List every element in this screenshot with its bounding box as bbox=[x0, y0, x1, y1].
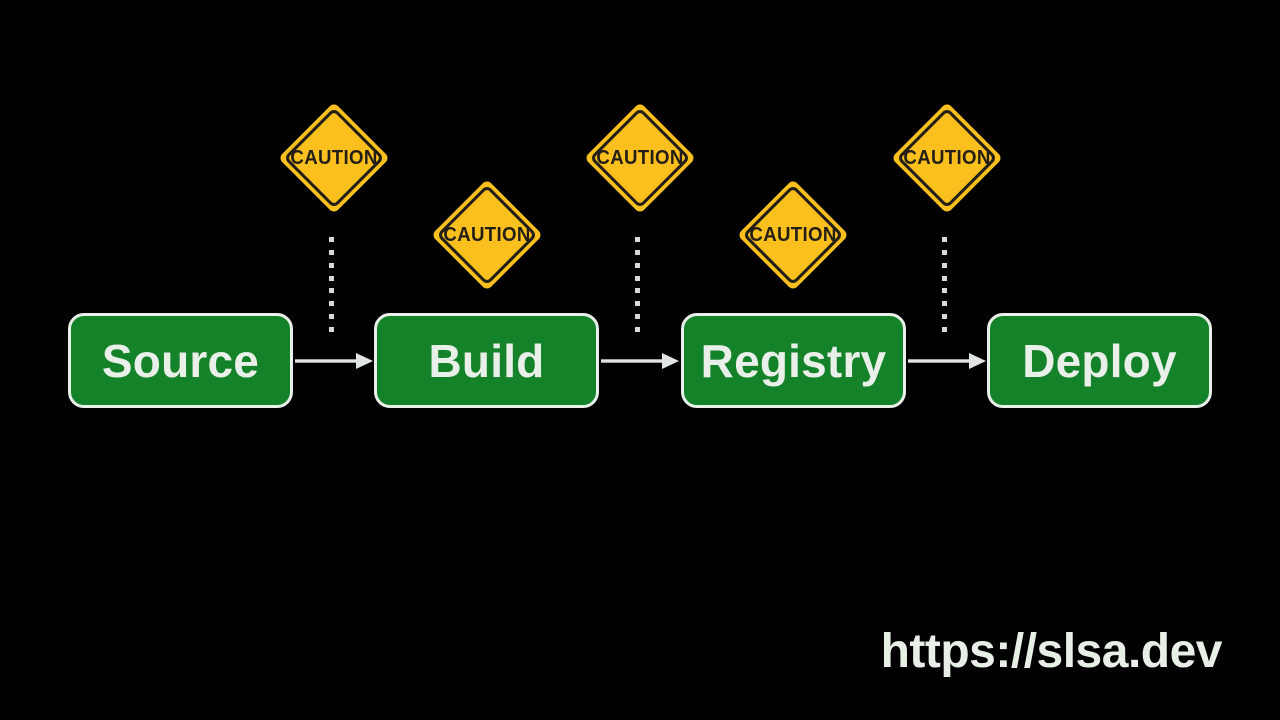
arrow-build-to-registry bbox=[601, 353, 679, 369]
connector-dot bbox=[329, 249, 334, 255]
caution-registry-to-deploy-icon[interactable]: CAUTION bbox=[888, 99, 1006, 217]
stage-label-build: Build bbox=[428, 334, 545, 387]
connector-dot bbox=[942, 262, 947, 268]
caution-sign-label: CAUTION bbox=[290, 147, 377, 170]
caution-sign-label: CAUTION bbox=[596, 147, 683, 170]
caution-build-to-registry-icon[interactable]: CAUTION bbox=[581, 99, 699, 217]
connector-dot bbox=[635, 249, 640, 255]
dotted-line-build-to-registry bbox=[635, 237, 640, 332]
stage-label-deploy: Deploy bbox=[1022, 334, 1177, 387]
connector-dot bbox=[942, 314, 947, 320]
stage-box-source[interactable]: Source bbox=[68, 313, 293, 408]
connector-dot bbox=[942, 237, 947, 242]
connector-dot bbox=[329, 314, 334, 320]
connector-dot bbox=[635, 262, 640, 268]
arrow-source-to-build bbox=[295, 353, 373, 369]
stage-box-build[interactable]: Build bbox=[374, 313, 599, 408]
connector-dot bbox=[329, 275, 334, 281]
connector-dot bbox=[942, 249, 947, 255]
stage-label-registry: Registry bbox=[700, 334, 887, 387]
dotted-line-registry-to-deploy bbox=[942, 237, 947, 332]
caution-sign-label: CAUTION bbox=[749, 224, 836, 247]
connector-dot bbox=[942, 275, 947, 281]
caution-sign-label: CAUTION bbox=[903, 147, 990, 170]
site-url-label: https://slsa.dev bbox=[880, 625, 1223, 678]
caution-registry-icon[interactable]: CAUTION bbox=[734, 176, 852, 294]
caution-source-to-build-icon[interactable]: CAUTION bbox=[275, 99, 393, 217]
stage-box-deploy[interactable]: Deploy bbox=[987, 313, 1212, 408]
connector-dot bbox=[329, 326, 334, 332]
caution-build-icon[interactable]: CAUTION bbox=[428, 176, 546, 294]
connector-dot bbox=[635, 237, 640, 242]
connector-dot bbox=[635, 288, 640, 294]
stage-box-registry[interactable]: Registry bbox=[681, 313, 906, 408]
connector-dot bbox=[942, 326, 947, 332]
connector-dot bbox=[329, 288, 334, 294]
dotted-line-source-to-build bbox=[329, 237, 334, 332]
connector-dot bbox=[942, 288, 947, 294]
connector-dot bbox=[329, 237, 334, 242]
caution-sign-label: CAUTION bbox=[443, 224, 530, 247]
arrow-registry-to-deploy bbox=[908, 353, 986, 369]
connector-dot bbox=[942, 301, 947, 307]
stage-label-source: Source bbox=[101, 334, 260, 387]
connector-dot bbox=[635, 314, 640, 320]
connector-dot bbox=[635, 301, 640, 307]
connector-dot bbox=[329, 301, 334, 307]
connector-dot bbox=[635, 275, 640, 281]
connector-dot bbox=[635, 326, 640, 332]
connector-dot bbox=[329, 262, 334, 268]
